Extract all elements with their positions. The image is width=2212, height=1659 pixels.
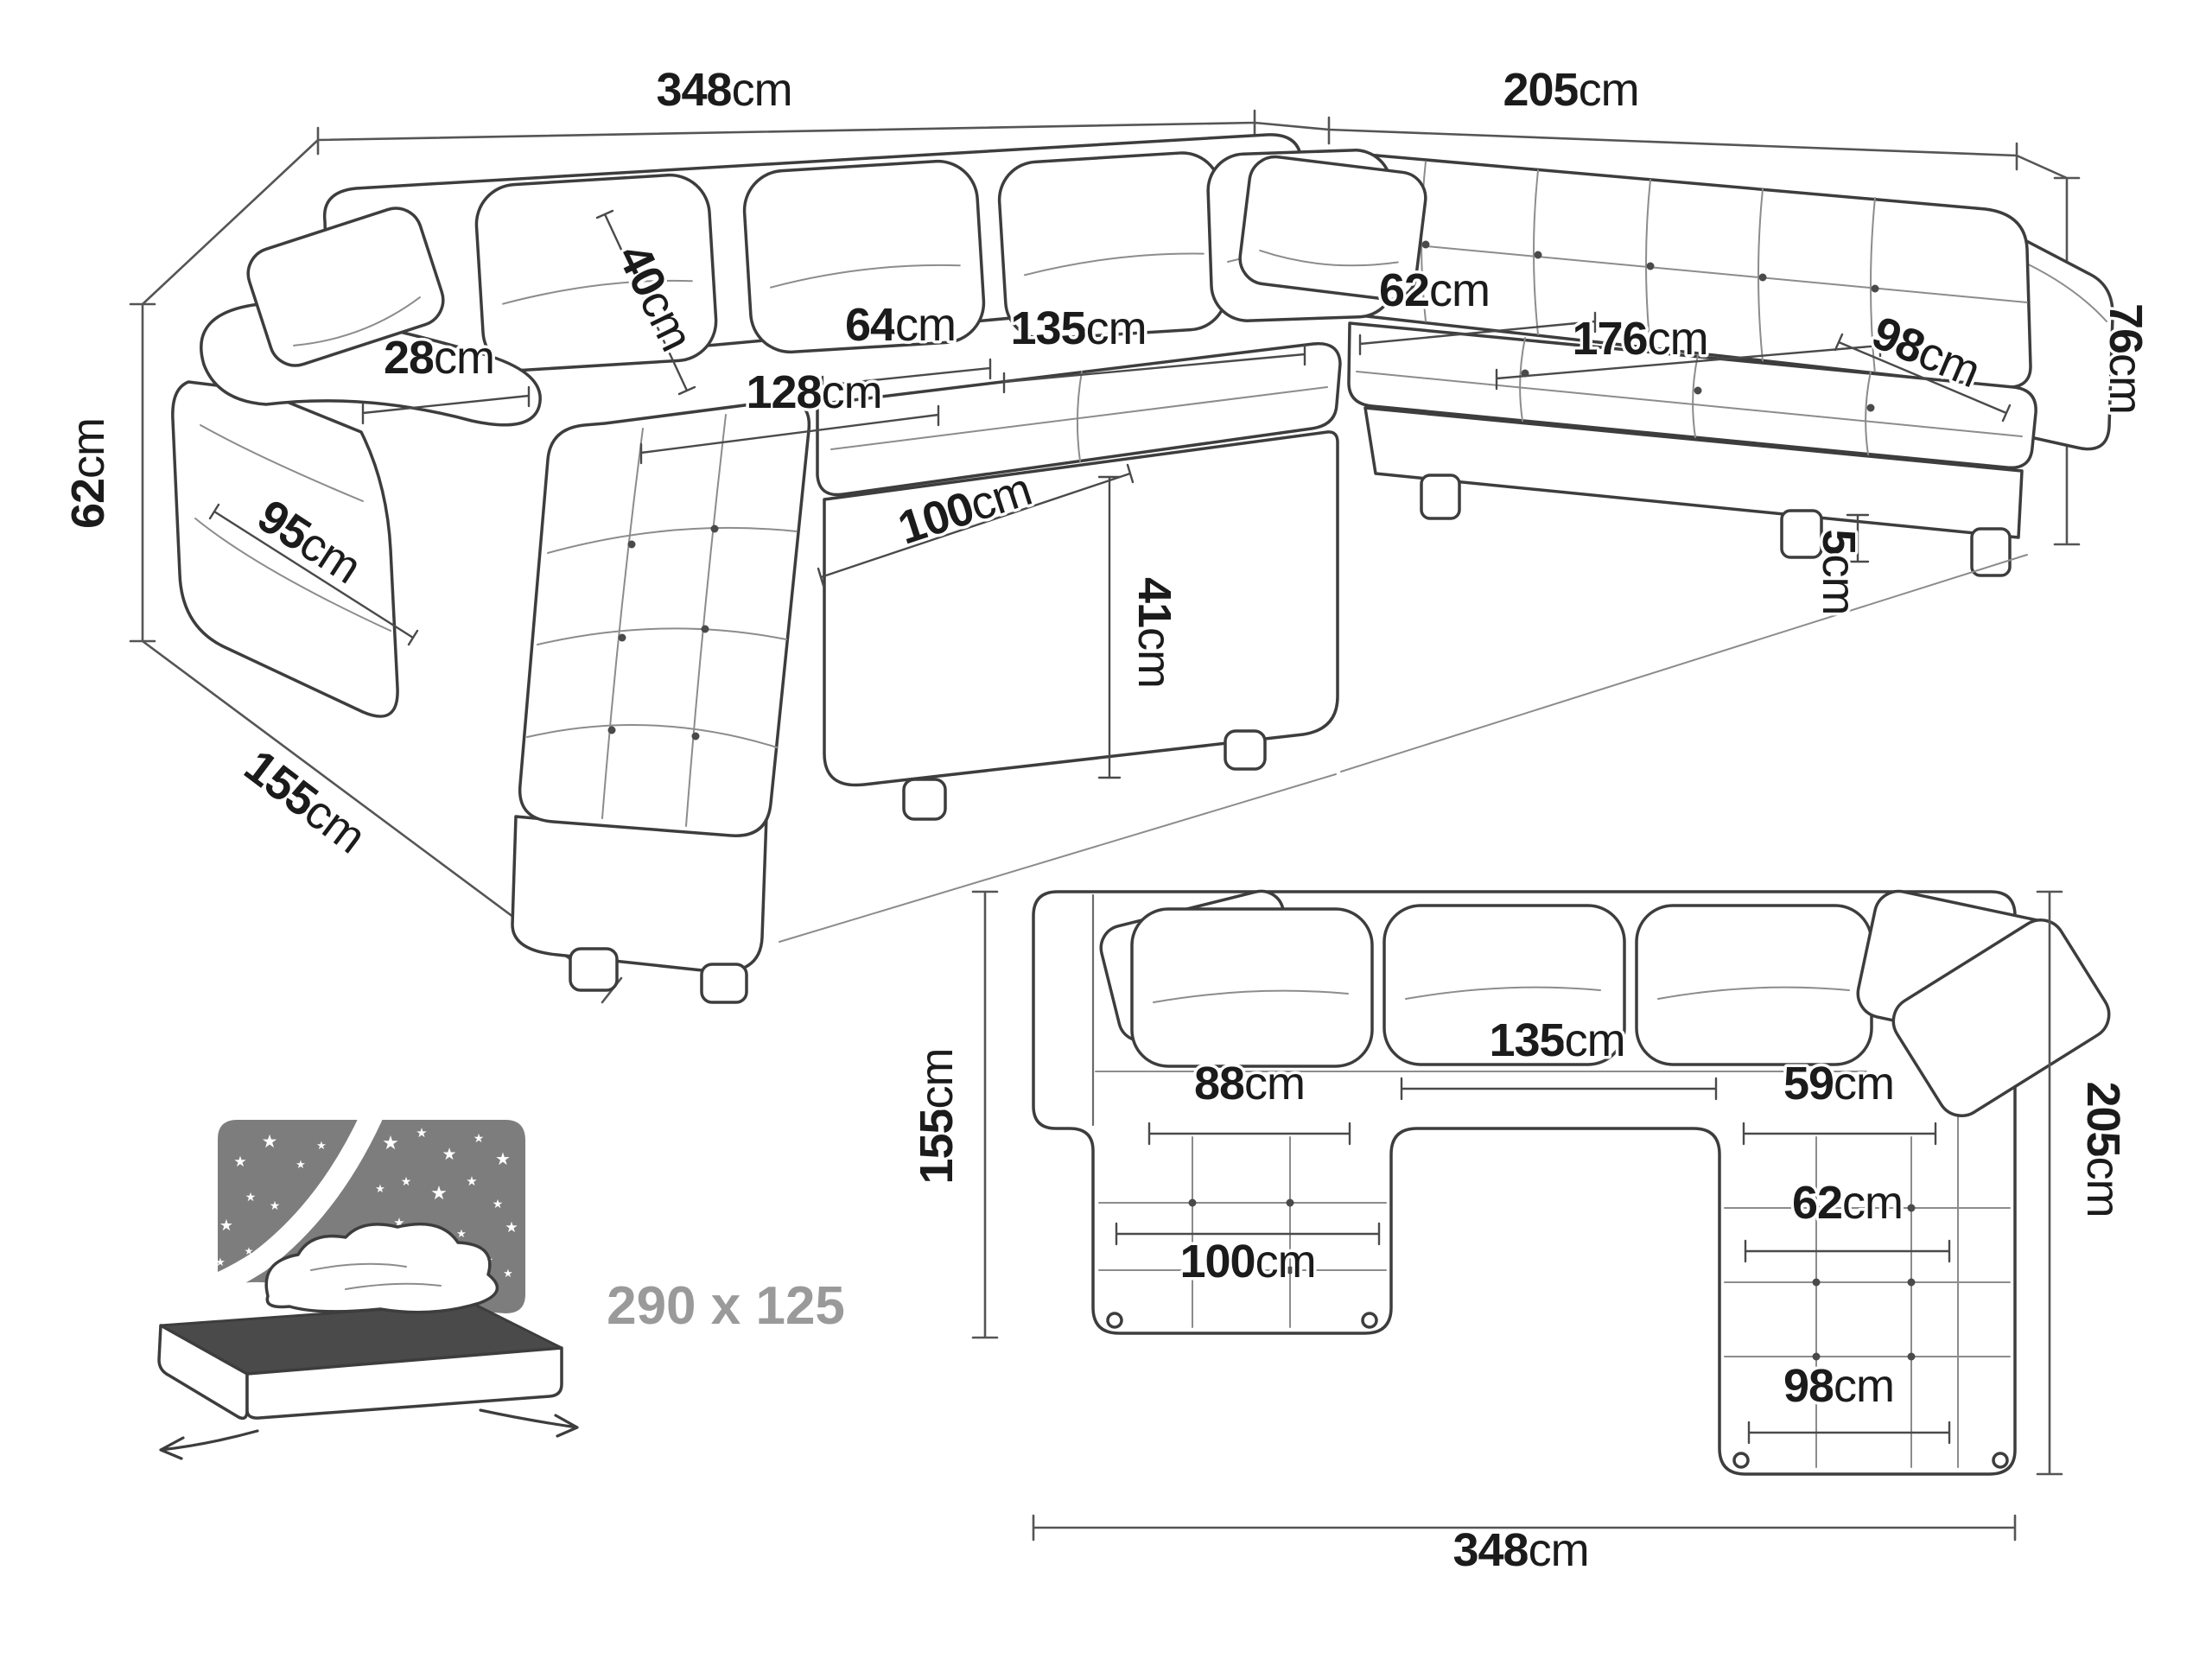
chaise-lounge bbox=[511, 398, 811, 974]
star-icon: ★ bbox=[456, 1228, 467, 1241]
plan-dimension-frame bbox=[971, 890, 2063, 1541]
floor-lines bbox=[779, 554, 2028, 943]
dim-corner-seat-width: 62cm bbox=[1379, 264, 1490, 316]
perspective-view: 348cm 205cm 40cm 76cm 62cm 28cm 64cm 135… bbox=[60, 61, 2155, 1004]
star-icon: ★ bbox=[442, 1145, 456, 1164]
dimension-frame bbox=[129, 109, 2081, 1004]
corner-pillow bbox=[1238, 155, 1427, 302]
star-icon: ★ bbox=[505, 1219, 518, 1236]
sofa-legs bbox=[569, 474, 2012, 1004]
plan-dim-middle-seat-width: 135cm bbox=[1489, 1014, 1624, 1066]
plan-dim-chaise-width: 100cm bbox=[1179, 1236, 1315, 1287]
sleeping-area-label: 290 x 125 bbox=[607, 1276, 845, 1336]
plan-dim-left-seat-width: 88cm bbox=[1194, 1058, 1305, 1109]
star-icon: ★ bbox=[466, 1173, 477, 1189]
middle-seats bbox=[816, 341, 1342, 787]
armrest-pillow bbox=[246, 207, 445, 367]
star-icon: ★ bbox=[495, 1148, 511, 1169]
star-icon: ★ bbox=[219, 1217, 233, 1235]
star-icon: ★ bbox=[245, 1245, 254, 1257]
dim-middle-seat-width: 135cm bbox=[1010, 302, 1146, 354]
dim-leg-height: 5cm bbox=[1813, 529, 1865, 614]
plan-dim-right-depth: 205cm bbox=[2077, 1081, 2129, 1217]
dim-total-height: 76cm bbox=[2100, 303, 2152, 414]
plan-dim-total-width: 348cm bbox=[1452, 1524, 1588, 1576]
measurement-lines bbox=[208, 209, 2012, 779]
sleeping-function: ★ ★ ★ ★ ★ ★ ★ ★ ★ ★ ★ ★ ★ ★ ★ ★ ★ ★ ★ ★ bbox=[157, 1105, 845, 1460]
star-icon: ★ bbox=[296, 1159, 306, 1172]
duvet bbox=[264, 1222, 499, 1314]
star-icon: ★ bbox=[375, 1183, 385, 1196]
dim-back-width: 348cm bbox=[656, 64, 791, 116]
star-icon: ★ bbox=[270, 1199, 281, 1213]
dim-chaise-inner-length: 128cm bbox=[746, 366, 881, 418]
dim-seat-height: 41cm bbox=[1128, 577, 1180, 688]
plan-view: 155cm 135cm 88cm 59cm 205cm 62cm 100cm 9… bbox=[908, 889, 2133, 1580]
unfold-arrow-right bbox=[479, 1408, 579, 1438]
star-icon: ★ bbox=[245, 1191, 257, 1205]
right-seat bbox=[1347, 321, 2037, 539]
plan-dim-right-inner-width: 62cm bbox=[1792, 1177, 1903, 1229]
star-icon: ★ bbox=[382, 1133, 399, 1154]
dim-right-seat-width: 176cm bbox=[1572, 313, 1707, 365]
star-icon: ★ bbox=[416, 1125, 427, 1141]
dim-side-depth: 155cm bbox=[235, 740, 375, 862]
dim-right-width: 205cm bbox=[1503, 64, 1638, 116]
bed-icon: ★ ★ ★ ★ ★ ★ ★ ★ ★ ★ ★ ★ ★ ★ ★ ★ ★ ★ ★ ★ bbox=[157, 1105, 579, 1460]
dim-armrest-top-width: 28cm bbox=[384, 332, 494, 384]
mattress-front-face bbox=[245, 1346, 563, 1420]
dim-frame-height: 62cm bbox=[62, 418, 114, 529]
star-icon: ★ bbox=[493, 1198, 504, 1211]
plan-measurement-lines bbox=[1115, 1077, 1951, 1445]
star-icon: ★ bbox=[474, 1132, 485, 1146]
plan-dimension-labels: 155cm 135cm 88cm 59cm 205cm 62cm 100cm 9… bbox=[908, 1012, 2133, 1580]
star-icon: ★ bbox=[316, 1140, 327, 1153]
star-icon: ★ bbox=[430, 1183, 448, 1205]
dim-seat-depth: 64cm bbox=[845, 299, 956, 351]
sofa-drawing bbox=[171, 133, 2114, 1004]
plan-cushions bbox=[1095, 889, 2111, 1468]
plan-dim-right-seat-width: 59cm bbox=[1783, 1058, 1894, 1109]
plan-tufting bbox=[1098, 1136, 2011, 1468]
plan-dim-right-end-width: 98cm bbox=[1783, 1360, 1894, 1412]
star-icon: ★ bbox=[233, 1154, 246, 1171]
star-icon: ★ bbox=[262, 1131, 278, 1152]
plan-dim-side-depth: 155cm bbox=[911, 1048, 963, 1184]
star-icon: ★ bbox=[401, 1175, 412, 1189]
star-icon: ★ bbox=[503, 1268, 513, 1281]
right-armrest bbox=[2013, 233, 2114, 451]
star-icon: ★ bbox=[215, 1256, 226, 1269]
unfold-arrow-left bbox=[159, 1429, 259, 1460]
